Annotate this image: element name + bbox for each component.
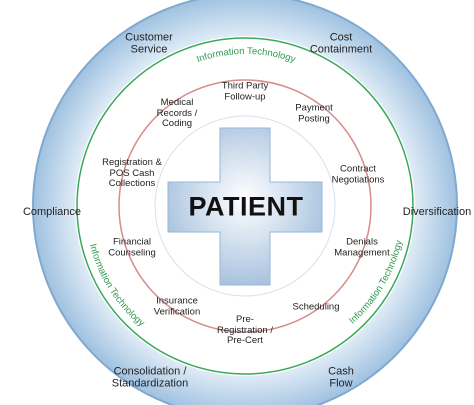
inner-label-registration-pos: Registration & POS Cash Collections [102,157,162,190]
inner-label-scheduling: Scheduling [292,301,340,313]
outer-label-compliance: Compliance [22,205,82,218]
inner-label-medical-records: Medical Records / Coding [156,97,198,130]
outer-label-customer-service: Customer Service [125,31,173,56]
it-ring [76,37,414,375]
center-title: PATIENT [188,191,304,222]
medical-cross-icon [154,115,336,297]
inner-label-financial-counseling: Financial Counseling [108,236,156,258]
inner-label-denials-management: Denials Management [334,236,390,258]
outer-label-consolidation: Consolidation / Standardization [111,365,189,390]
outer-label-diversification: Diversification [402,205,472,218]
process-ring [118,79,372,333]
inner-label-contract-negotiations: Contract Negotiations [331,163,385,185]
outer-label-cash-flow: Cash Flow [328,365,354,390]
inner-label-payment-posting: Payment Posting [295,102,333,124]
outer-label-cost-containment: Cost Containment [309,31,373,56]
inner-label-pre-registration: Pre- Registration / Pre-Cert [217,314,273,347]
inner-label-third-party: Third Party Follow-up [221,80,269,102]
inner-label-insurance-verification: Insurance Verification [153,295,201,317]
